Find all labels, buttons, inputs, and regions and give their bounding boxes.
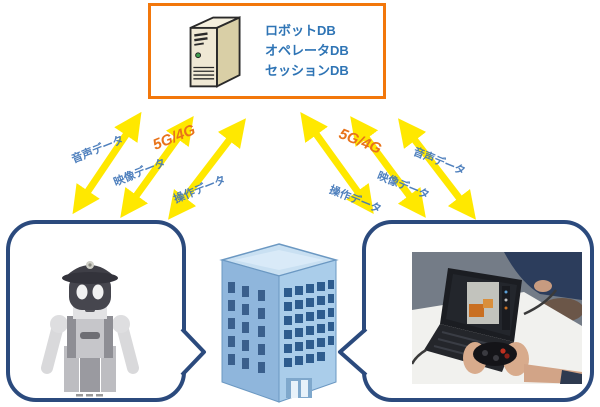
building-illustration	[219, 243, 339, 403]
link-label-left-control: 操作データ	[172, 174, 228, 206]
link-label-left-video: 映像データ	[112, 157, 168, 189]
arrow-left-1	[72, 111, 142, 215]
database-server-box: ロボットDB オペレータDB セッションDB	[148, 3, 386, 99]
db-line-robot: ロボットDB	[265, 22, 336, 38]
server-icon	[189, 16, 241, 88]
operator-bubble	[362, 220, 594, 402]
robot-bubble	[6, 220, 186, 402]
network-label-right: 5G/4G	[336, 125, 384, 158]
operator-photo-image	[412, 252, 582, 384]
link-label-right-control: 操作データ	[327, 184, 383, 216]
link-label-right-audio: 音声データ	[411, 146, 467, 178]
link-label-left-audio: 音声データ	[70, 134, 126, 166]
operator-photo	[412, 252, 582, 384]
db-line-operator: オペレータDB	[265, 42, 349, 58]
db-list: ロボットDB オペレータDB セッションDB	[265, 21, 349, 81]
robot-icon	[41, 261, 139, 397]
db-line-session: セッションDB	[265, 63, 349, 79]
robot-illustration	[36, 248, 144, 398]
link-label-right-video: 映像データ	[375, 170, 431, 202]
network-label-left: 5G/4G	[150, 121, 198, 154]
image-credit-marks	[76, 394, 103, 397]
